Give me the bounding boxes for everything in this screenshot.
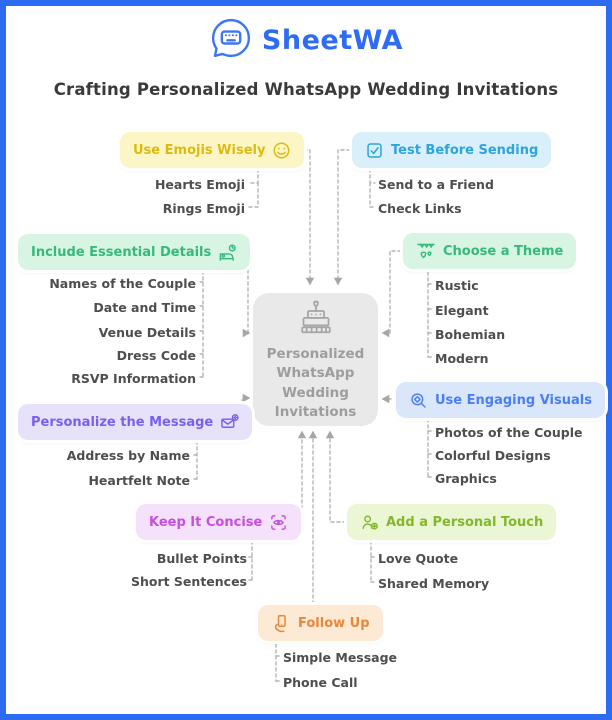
infographic-title: Crafting Personalized WhatsApp Wedding I… <box>53 80 559 99</box>
node-personalize-the-message: Personalize the Message <box>18 404 253 440</box>
sub-item: Rings Emoji <box>162 201 245 216</box>
logo-text: SheetWA <box>261 24 404 56</box>
smiley-icon <box>272 141 291 160</box>
center-node-label: Personalized WhatsApp Wedding Invitation… <box>266 345 365 421</box>
garland-hearts-icon <box>416 241 436 261</box>
node-label: Keep It Concise <box>149 514 263 530</box>
node-keep-it-concise: Keep It Concise <box>136 504 302 540</box>
node-follow-up: Follow Up <box>258 605 383 641</box>
sub-item: Bullet Points <box>156 551 247 566</box>
sub-item: Names of the Couple <box>49 276 196 291</box>
sub-item: Simple Message <box>283 650 398 665</box>
node-label: Add a Personal Touch <box>386 514 544 530</box>
sub-item: Colorful Designs <box>435 448 551 463</box>
chat-bubble-keyboard-icon <box>209 16 253 64</box>
sub-item: Date and Time <box>93 300 196 315</box>
sub-item: Short Sentences <box>130 574 247 589</box>
node-label: Include Essential Details <box>31 244 212 260</box>
sub-item: Hearts Emoji <box>154 177 245 192</box>
node-label: Follow Up <box>298 615 370 631</box>
node-use-emojis-wisely: Use Emojis Wisely <box>120 132 305 168</box>
sub-item: Heartfelt Note <box>88 473 190 488</box>
sub-item: Photos of the Couple <box>435 425 583 440</box>
bed-clock-icon <box>218 243 237 262</box>
node-use-engaging-visuals: Use Engaging Visuals <box>396 382 605 418</box>
sub-item: Graphics <box>435 471 497 486</box>
focus-eye-icon <box>269 513 288 532</box>
node-include-essential-details: Include Essential Details <box>18 234 251 270</box>
node-choose-a-theme: Choose a Theme <box>403 233 577 269</box>
sub-item: Address by Name <box>66 448 190 463</box>
sub-item: Modern <box>435 351 489 366</box>
node-label: Personalize the Message <box>31 414 214 430</box>
checkbox-icon <box>365 141 384 160</box>
wedding-cake-icon <box>293 296 339 343</box>
node-label: Choose a Theme <box>443 243 564 259</box>
sub-item: Venue Details <box>98 325 196 340</box>
sub-item: Shared Memory <box>378 576 490 591</box>
hand-phone-icon <box>271 613 291 633</box>
sub-item: Check Links <box>378 201 462 216</box>
node-label: Use Engaging Visuals <box>435 392 592 408</box>
sub-item: Bohemian <box>435 327 506 342</box>
sub-item: Love Quote <box>378 551 459 566</box>
sub-item: Phone Call <box>283 675 358 690</box>
node-test-before-sending: Test Before Sending <box>352 132 552 168</box>
node-label: Test Before Sending <box>391 142 539 158</box>
envelope-plus-icon <box>220 413 239 432</box>
magnifier-diamond-icon <box>409 391 428 410</box>
sub-item: Dress Code <box>116 348 196 363</box>
person-plus-icon <box>360 513 379 532</box>
center-node: Personalized WhatsApp Wedding Invitation… <box>253 293 378 426</box>
sub-item: Rustic <box>435 278 479 293</box>
sub-item: Send to a Friend <box>378 177 494 192</box>
logo: SheetWA <box>0 16 612 64</box>
sub-item: RSVP Information <box>71 371 196 386</box>
node-label: Use Emojis Wisely <box>133 142 266 158</box>
node-add-a-personal-touch: Add a Personal Touch <box>347 504 557 540</box>
sub-item: Elegant <box>435 303 489 318</box>
